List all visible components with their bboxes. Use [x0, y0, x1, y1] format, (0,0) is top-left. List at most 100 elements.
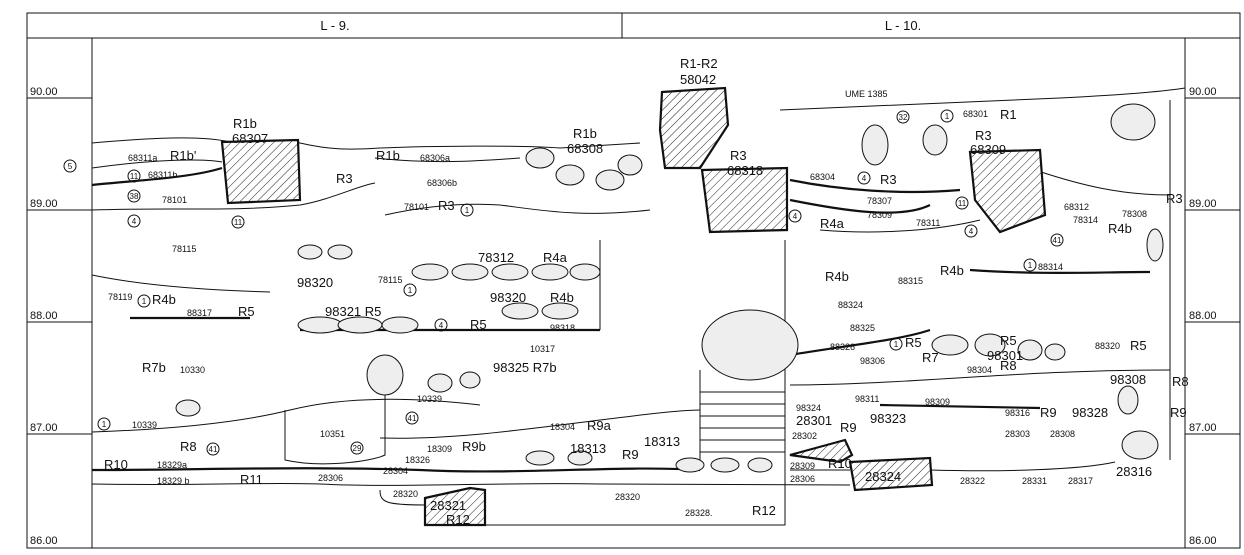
circled-number: 4: [439, 321, 444, 330]
label: 18313: [644, 434, 680, 449]
label: 78311: [916, 218, 940, 228]
label: 68309: [970, 142, 1006, 157]
label: R4a: [543, 250, 568, 265]
label: 68306a: [420, 153, 450, 163]
label: 78119: [108, 292, 132, 302]
label: R9b: [462, 439, 486, 454]
label: 78308: [1122, 209, 1147, 219]
strata-lines: [91, 87, 1186, 526]
circled-number: 1: [102, 420, 107, 429]
label: R4b: [152, 292, 176, 307]
label: 28308: [1050, 429, 1075, 439]
label: R9: [1170, 405, 1187, 420]
wall-68309: [968, 148, 1047, 234]
label: R8: [1000, 358, 1017, 373]
elevation-label: 86.00: [30, 535, 58, 547]
label: R12: [752, 503, 776, 518]
label: 98318: [550, 323, 575, 333]
square-label-l9: L - 9.: [320, 18, 349, 33]
label: R3: [1166, 191, 1183, 206]
circled-layer-numbers: 5 11 38 4 11 1 4 1 1 32 1 4 11 4 4 41 1 …: [63, 109, 1064, 456]
circled-number: 5: [68, 162, 73, 171]
label: 68304: [810, 172, 835, 182]
label: 98325 R7b: [493, 360, 557, 375]
label: 18329 b: [157, 476, 190, 486]
label: 68301: [963, 109, 988, 119]
label: R10: [828, 456, 852, 471]
label: 28328.: [685, 508, 713, 518]
label: R4b: [825, 269, 849, 284]
circled-number: 32: [899, 113, 908, 122]
label: 68308: [567, 141, 603, 156]
label: R3: [880, 172, 897, 187]
label: 28317: [1068, 476, 1093, 486]
label: R8: [1172, 374, 1189, 389]
label: R1: [1000, 107, 1017, 122]
label: 28321: [430, 498, 466, 513]
label: 98309: [925, 397, 950, 407]
label: 28301: [796, 413, 832, 428]
elevation-label: 88.00: [30, 310, 58, 322]
elevation-scale-left: 90.00 89.00 88.00 87.00 86.00: [27, 86, 92, 547]
elevation-label: 90.00: [30, 86, 58, 98]
label: 98320: [297, 275, 333, 290]
label: 98306: [860, 356, 885, 366]
label: R7: [922, 350, 939, 365]
label: R1-R2: [680, 56, 718, 71]
label: R4a: [820, 216, 845, 231]
label: 88325: [850, 323, 875, 333]
label: 18313: [570, 441, 606, 456]
label: 58042: [680, 72, 716, 87]
wall-68307: [220, 138, 302, 205]
label: R12: [446, 512, 470, 527]
label: 18326: [405, 455, 430, 465]
label: 78309: [867, 210, 892, 220]
circled-number: 41: [1053, 236, 1062, 245]
label: 78115: [172, 244, 196, 254]
square-label-l10: L - 10.: [885, 18, 921, 33]
label: R5: [238, 304, 255, 319]
label: 98308: [1110, 372, 1146, 387]
label: 68318: [727, 163, 763, 178]
label: 78314: [1073, 215, 1098, 225]
circled-number: 4: [132, 217, 137, 226]
elevation-label: 89.00: [30, 198, 58, 210]
label: 28309: [790, 461, 815, 471]
label: R3: [336, 171, 353, 186]
wall-28301: [789, 438, 854, 464]
label: R9: [840, 420, 857, 435]
stones: [175, 103, 1164, 473]
circled-number: 11: [958, 199, 967, 208]
label: R3: [730, 148, 747, 163]
circled-number: 1: [945, 112, 950, 121]
label: R1b: [573, 126, 597, 141]
label: 98321 R5: [325, 304, 381, 319]
label: R9: [1040, 405, 1057, 420]
elevation-label: 87.00: [30, 422, 58, 434]
label: R1b': [170, 148, 196, 163]
label: 78101: [404, 202, 429, 212]
circled-number: 41: [209, 445, 218, 454]
label: 28302: [792, 431, 817, 441]
label: 88314: [1038, 262, 1063, 272]
circled-number: 4: [793, 212, 798, 221]
label: 10317: [530, 344, 555, 354]
elevation-label: 86.00: [1189, 535, 1217, 547]
circled-number: 1: [408, 286, 413, 295]
label: 28306: [790, 474, 815, 484]
label: 28322: [960, 476, 985, 486]
circled-number: 1: [1028, 261, 1033, 270]
label: 18309: [427, 444, 452, 454]
label: 98304: [967, 365, 992, 375]
label: 28320: [393, 489, 418, 499]
label: 88324: [838, 300, 863, 310]
circled-number: 29: [353, 444, 362, 453]
label: 68312: [1064, 202, 1089, 212]
elevation-label: 90.00: [1189, 86, 1217, 98]
label: 10339: [132, 420, 157, 430]
label: UME 1385: [845, 89, 888, 99]
label: 78312: [478, 250, 514, 265]
label: 28306: [318, 473, 343, 483]
label: R7b: [142, 360, 166, 375]
